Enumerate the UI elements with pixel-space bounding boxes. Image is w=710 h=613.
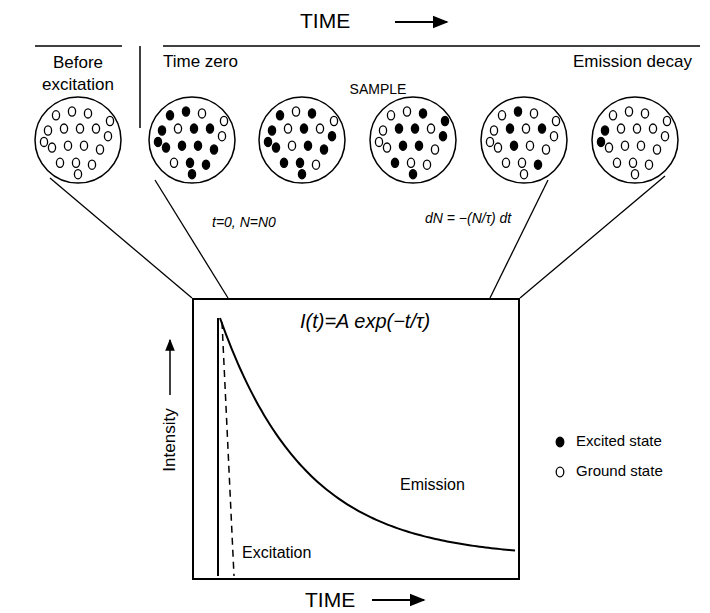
- excitation-pulse-dashed: [222, 322, 234, 576]
- axis-title: TIME: [300, 9, 350, 33]
- phase-label: Before excitation: [30, 52, 126, 96]
- decay-equation: I(t)=A exp(−t/τ): [300, 310, 430, 333]
- sample-circle: [259, 97, 345, 183]
- emission-curve: [220, 318, 515, 551]
- bracket-line: [35, 45, 122, 47]
- leader-line: [155, 180, 228, 298]
- excitation-pulse: [217, 318, 219, 576]
- legend-symbol: [556, 437, 564, 447]
- equation: dN = −(N/τ) dt: [425, 210, 511, 226]
- sample-circle: [481, 97, 567, 183]
- sample-circle: [149, 97, 235, 183]
- intensity-arrow: [169, 340, 171, 395]
- divider-line: [139, 46, 141, 128]
- sample-circle: [592, 97, 678, 183]
- sample-circle: [370, 97, 456, 183]
- curve-label: Excitation: [242, 544, 311, 562]
- equation: t=0, N=N0: [212, 214, 276, 230]
- phase-label: Emission decay: [573, 52, 692, 72]
- sample-label: SAMPLE: [350, 81, 407, 97]
- legend-text: Excited state: [576, 432, 662, 449]
- time-arrow: [395, 21, 447, 23]
- plot-box: I(t)=A exp(−t/τ) EmissionExcitation: [192, 298, 520, 580]
- time-arrow: [372, 599, 424, 601]
- legend-symbol: [556, 467, 564, 477]
- axis-title: TIME: [305, 588, 355, 612]
- curve-label: Emission: [400, 476, 465, 494]
- sample-circle: [35, 97, 121, 183]
- phase-label: Time zero: [163, 52, 238, 72]
- leader-line: [50, 178, 192, 298]
- axis-label: Intensity: [160, 408, 180, 471]
- bracket-line: [163, 45, 700, 47]
- legend-text: Ground state: [576, 462, 663, 479]
- leader-line: [490, 180, 548, 298]
- leader-line: [520, 176, 665, 298]
